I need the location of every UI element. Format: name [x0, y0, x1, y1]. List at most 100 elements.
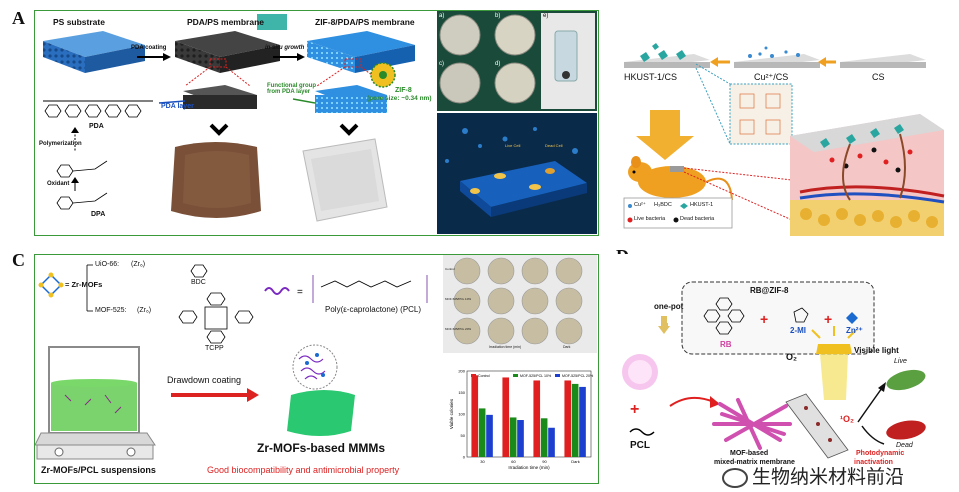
mof525-label: MOF-525:: [95, 307, 127, 314]
pda-ps-title: PDA/PS membrane: [187, 17, 264, 27]
svg-text:+: +: [760, 311, 768, 327]
x-axis-label: Irradiation time (min): [508, 465, 550, 470]
wechat-icon: [722, 467, 748, 488]
grid-row-control: Control: [445, 267, 455, 271]
x-tick-label: 30: [480, 459, 485, 464]
pda-layer-label: PDA layer: [161, 103, 194, 110]
polymerization-label: Polymerization: [39, 141, 82, 147]
panel-b-illustration: [623, 43, 945, 236]
oxidant-label: Oxidant: [47, 181, 70, 187]
dead-cell-label: Dead Cell: [545, 143, 563, 148]
live-label: Live: [894, 358, 907, 365]
mmm-label: mixed-matrix membrane: [714, 459, 795, 466]
x-tick-label: Dark: [571, 459, 579, 464]
x-tick-label: 60: [511, 459, 516, 464]
legend-swatch: [471, 374, 476, 377]
inactivation-label: inactivation: [854, 459, 893, 466]
mof525-zr6: (Zr₆): [137, 307, 152, 314]
pda-coating-label: PDA coating: [131, 45, 167, 51]
bar: [548, 427, 555, 457]
grid-xlabel: Irradiation time (min): [489, 345, 522, 349]
bar: [486, 414, 493, 457]
zr-mofs-label: = Zr-MOFs: [65, 280, 103, 289]
y-tick-label: 100: [458, 412, 465, 417]
bar: [502, 377, 510, 457]
mmms-label: Zr-MOFs-based MMMs: [257, 441, 386, 455]
cs-label: CS: [872, 72, 885, 82]
y-tick-label: 0: [463, 455, 466, 460]
rb-label: RB: [720, 340, 732, 349]
panel-a: PS substrate PDA/PS membrane ZIF-8/PDA/P…: [34, 10, 599, 236]
panel-d-illustration: + + +: [622, 281, 926, 459]
singlet-o2-label: ¹O₂: [840, 414, 854, 424]
live-cell-label: Live Cell: [505, 143, 521, 148]
bar: [509, 417, 517, 457]
zif8-label: ZIF-8: [395, 87, 412, 94]
y-tick-label: 200: [458, 369, 465, 374]
rb-zif8-title: RB@ZIF-8: [750, 286, 789, 295]
visible-light-label: Visible light: [854, 346, 899, 355]
tcpp-label: TCPP: [205, 345, 224, 352]
panel-d: + + + one-pot RB@ZIF-8: [610, 254, 950, 484]
dish-label-e: e): [543, 13, 549, 19]
dish-label-a: a): [439, 13, 445, 19]
pda-chem-label: PDA: [89, 123, 104, 130]
panel-label-a: A: [12, 8, 25, 28]
grid-row-10: MOF-525/PCL 10%: [445, 297, 472, 301]
property-label: Good biocompatibility and antimicrobial …: [207, 465, 400, 475]
y-tick-label: 50: [461, 433, 466, 438]
bar: [517, 420, 524, 457]
pcl-d-label: PCL: [630, 440, 650, 451]
one-pot-label: one-pot: [654, 302, 684, 311]
svg-text:=: =: [297, 287, 303, 298]
legend-swatch: [513, 374, 518, 377]
svg-text:+: +: [630, 401, 639, 418]
bar: [471, 375, 479, 457]
bdc-label: BDC: [191, 279, 206, 286]
cu-cs-label: Cu²⁺/CS: [754, 72, 789, 82]
legend-cu: Cu²⁺: [634, 202, 646, 208]
bar: [478, 408, 486, 457]
drawdown-label: Drawdown coating: [167, 375, 242, 385]
panel-a-illustration: [43, 11, 597, 234]
svg-text:+: +: [824, 311, 832, 327]
grid-dark: Dark: [563, 345, 571, 349]
zif-pda-ps-title: ZIF-8/PDA/PS membrane: [315, 17, 415, 27]
grid-row-20: MOF-525/PCL 20%: [445, 327, 472, 331]
bar: [571, 383, 579, 457]
dish-label-c: c): [439, 61, 444, 67]
bar: [540, 418, 548, 457]
ps-substrate-title: PS substrate: [53, 17, 105, 27]
pore-size-label: (pore size: ~0.34 nm): [367, 95, 432, 102]
legend-live: Live bacteria: [634, 216, 666, 222]
legend-label: MOF-525/PCL 10%: [520, 374, 552, 378]
dpa-label: DPA: [91, 211, 106, 218]
legend-h3bdc: H₃BDC: [654, 202, 672, 208]
pcl-label: Poly(ε-caprolactone) (PCL): [325, 305, 422, 314]
2mi-label: 2-MI: [790, 326, 806, 335]
hkust-cs-label: HKUST-1/CS: [624, 72, 678, 82]
legend-dead: Dead bacteria: [680, 216, 715, 222]
dead-label: Dead: [896, 442, 913, 449]
uio66-label: UiO-66:: [95, 261, 120, 268]
x-tick-label: 90: [542, 459, 547, 464]
y-axis-label: Viable colonies: [449, 398, 454, 429]
bar: [579, 386, 586, 457]
legend-swatch: [555, 374, 560, 377]
legend-label: Control: [478, 374, 490, 378]
functional-group-label: Functional group from PDA layer: [267, 83, 316, 95]
legend-label: MOF-525/PCL 20%: [562, 374, 594, 378]
dish-label-b: b): [495, 13, 501, 19]
zn-label: Zn²⁺: [846, 326, 863, 335]
uio66-zr6: (Zr₆): [131, 261, 146, 268]
suspensions-label: Zr-MOFs/PCL suspensions: [41, 465, 156, 475]
bar: [533, 380, 541, 457]
panel-label-c: C: [12, 250, 25, 270]
y-tick-label: 150: [458, 390, 465, 395]
legend-hkust: HKUST-1: [690, 202, 714, 208]
dish-label-d: d): [495, 61, 501, 67]
photodynamic-label: Photodynamic: [856, 450, 905, 457]
bar: [564, 380, 572, 457]
